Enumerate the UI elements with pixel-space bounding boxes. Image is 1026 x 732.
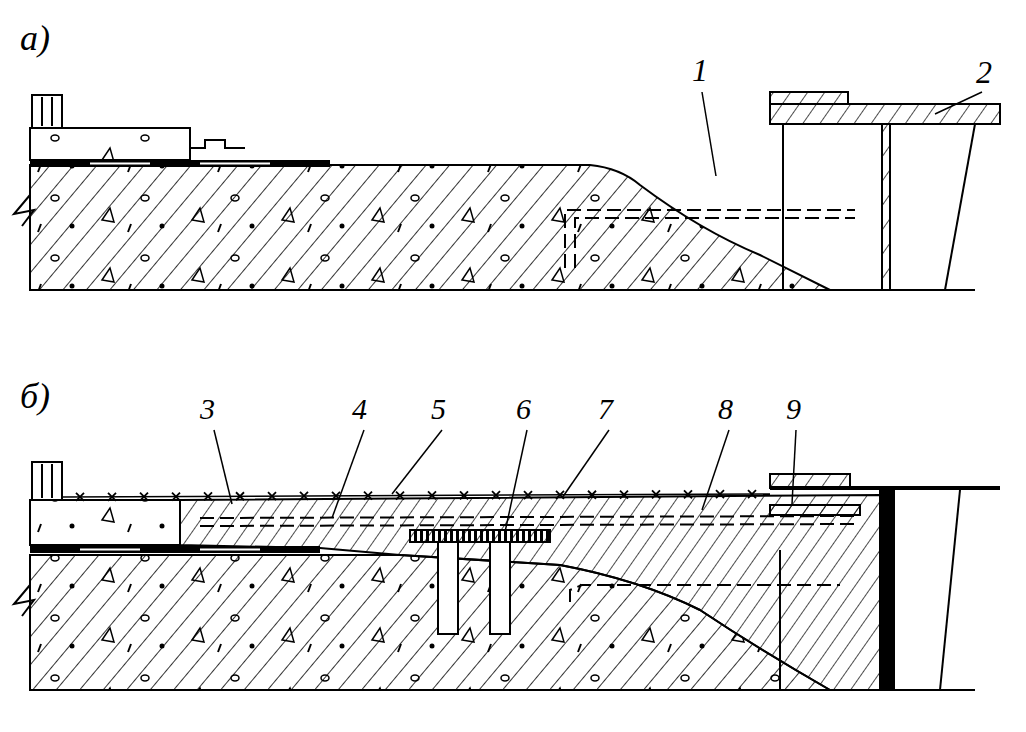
- surface-mark: [268, 492, 276, 500]
- surface-mark: [620, 491, 628, 499]
- surface-mark: [364, 492, 372, 500]
- surface-mark: [684, 490, 692, 498]
- surface-mark: [524, 491, 532, 499]
- surface-mark: [428, 491, 436, 499]
- surface-mark: [652, 490, 660, 498]
- callout-number: 1: [692, 54, 708, 86]
- callout-number: 6: [516, 394, 531, 424]
- callout-number: 5: [431, 394, 446, 424]
- surface-marks: [76, 490, 756, 501]
- panel-a: [14, 92, 1000, 290]
- surface-mark: [492, 491, 500, 499]
- surface-mark: [236, 492, 244, 500]
- surface-mark: [716, 490, 724, 498]
- surface-mark: [588, 491, 596, 499]
- callout-number: 3: [200, 394, 215, 424]
- callout-number: 9: [786, 394, 801, 424]
- surface-mark: [140, 493, 148, 501]
- surface-mark: [204, 492, 212, 500]
- callout-number: 7: [598, 394, 613, 424]
- panel-b: [14, 430, 1000, 690]
- panel-label: б): [20, 378, 50, 414]
- surface-mark: [172, 493, 180, 501]
- callout-number: 8: [718, 394, 733, 424]
- surface-mark: [396, 492, 404, 500]
- panel-label: а): [20, 20, 50, 56]
- surface-mark: [108, 493, 116, 501]
- surface-mark: [748, 490, 756, 498]
- surface-mark: [76, 493, 84, 501]
- surface-mark: [460, 491, 468, 499]
- surface-mark: [300, 492, 308, 500]
- callout-number: 4: [352, 394, 367, 424]
- callout-number: 2: [976, 56, 992, 88]
